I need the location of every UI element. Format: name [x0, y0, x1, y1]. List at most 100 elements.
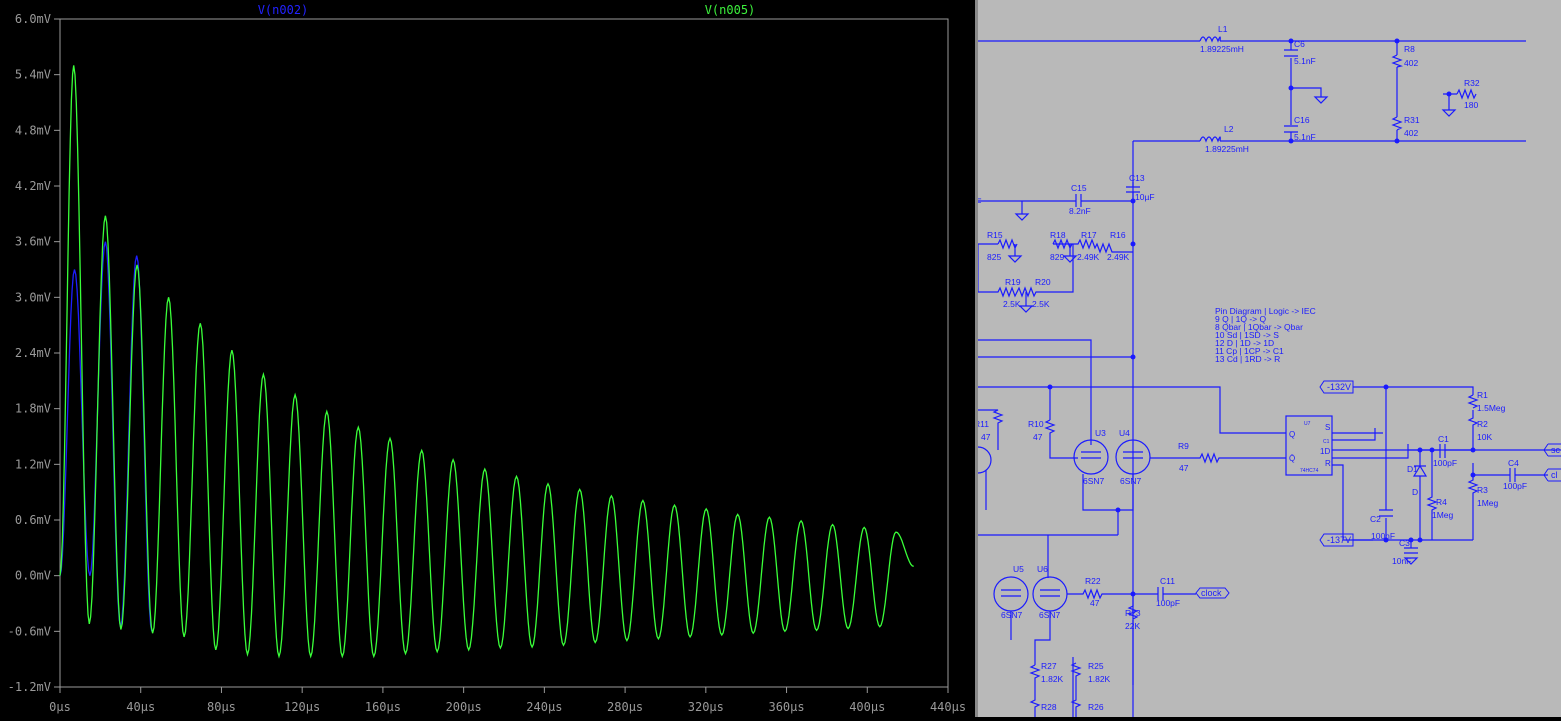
ref-l2[interactable]: L2 [1224, 124, 1234, 134]
ref-r9[interactable]: R9 [1178, 441, 1189, 451]
inductor-l2 [1199, 136, 1221, 143]
val-r22: 47 [1090, 598, 1100, 608]
ff-pin-s: S [1325, 423, 1330, 432]
ref-r16[interactable]: R16 [1110, 230, 1126, 240]
resistor-r32 [1456, 88, 1477, 100]
val-c2: 100nF [1371, 531, 1395, 541]
flipflop-ref: U7 [1304, 421, 1311, 427]
x-tick-label: 280µs [607, 700, 643, 714]
ref-r17[interactable]: R17 [1081, 230, 1097, 240]
waveform-chart[interactable]: V(n002) V(n005) 6.0mV5.4mV4.8mV4.2mV3.6m… [0, 0, 977, 717]
val-r19: 2.5K [1003, 299, 1021, 309]
y-tick-label: 0.6mV [15, 513, 51, 527]
y-tick-label: 5.4mV [15, 68, 51, 82]
resistor-r31 [1391, 116, 1403, 131]
ref-r11[interactable]: R11 [974, 419, 989, 429]
junction-dot [1288, 138, 1294, 144]
inductor-l1 [1199, 36, 1221, 43]
ref-l1[interactable]: L1 [1218, 24, 1228, 34]
label-clock[interactable]: clock [1201, 588, 1222, 598]
trace-legend-v-n002[interactable]: V(n002) [258, 3, 309, 17]
ref-r23[interactable]: R23 [1125, 608, 1141, 618]
schematic-pane[interactable]: -132V -137V clock sc cl F U7 74HC74 S C1… [964, 0, 1561, 717]
ref-r26[interactable]: R26 [1088, 702, 1104, 712]
ff-pin-1d: 1D [1320, 447, 1330, 456]
val-r31: 402 [1404, 128, 1418, 138]
ref-r2[interactable]: R2 [1477, 419, 1488, 429]
ref-c11[interactable]: C11 [1160, 576, 1175, 586]
val-c6: 5.1nF [1294, 56, 1316, 66]
tube-u3 [1073, 439, 1109, 475]
y-tick-label: 0.0mV [15, 569, 51, 583]
junction-dot [1470, 472, 1476, 478]
flipflop-u7 [1285, 415, 1333, 476]
junction-dot [1429, 447, 1435, 453]
wire [1001, 589, 1060, 597]
ref-r8[interactable]: R8 [1404, 44, 1415, 54]
ff-pin-q: Q [1289, 430, 1295, 439]
capacitor-c16 [1284, 125, 1298, 133]
ref-u6[interactable]: U6 [1037, 564, 1048, 574]
note-line: 9 Q | 1Q -> Q [1215, 314, 1266, 324]
ref-r1[interactable]: R1 [1477, 390, 1488, 400]
capacitor-c2 [1379, 509, 1393, 517]
val-c4: 100pF [1503, 481, 1527, 491]
ref-r25[interactable]: R25 [1088, 661, 1104, 671]
ref-c4[interactable]: C4 [1508, 458, 1519, 468]
val-r15: 825 [987, 252, 1001, 262]
ref-r3[interactable]: R3 [1477, 485, 1488, 495]
ref-c6[interactable]: C6 [1294, 39, 1305, 49]
ff-pin-qbar: Q̄ [1289, 454, 1295, 463]
schematic-canvas[interactable]: -132V -137V clock sc cl F U7 74HC74 S C1… [964, 0, 1561, 717]
ref-u3[interactable]: U3 [1095, 428, 1106, 438]
wire [978, 238, 1018, 256]
ff-pin-c1: C1 [1323, 439, 1330, 445]
label-cl[interactable]: cl [1551, 470, 1558, 480]
plot-frame [59, 18, 949, 688]
x-tick-label: 440µs [930, 700, 966, 714]
label-v137[interactable]: -137V [1327, 535, 1351, 545]
resistor-r4 [1426, 450, 1438, 540]
c15-left-fragment: F [978, 197, 982, 207]
pane-divider[interactable] [975, 0, 978, 717]
ref-d1[interactable]: D1 [1407, 464, 1418, 474]
x-tick-label: 40µs [126, 700, 155, 714]
trace-legend-v-n005[interactable]: V(n005) [705, 3, 756, 17]
ref-c16[interactable]: C16 [1294, 115, 1310, 125]
x-tick-label: 160µs [365, 700, 401, 714]
ref-c13[interactable]: C13 [1129, 173, 1145, 183]
ref-u5[interactable]: U5 [1013, 564, 1024, 574]
ref-r15[interactable]: R15 [987, 230, 1003, 240]
ref-r31[interactable]: R31 [1404, 115, 1420, 125]
y-axis: 6.0mV5.4mV4.8mV4.2mV3.6mV3.0mV2.4mV1.8mV… [8, 12, 60, 694]
junction-dot [1047, 384, 1053, 390]
wire [1150, 452, 1286, 464]
wire [978, 534, 1118, 578]
ref-u4[interactable]: U4 [1119, 428, 1130, 438]
x-tick-label: 320µs [688, 700, 724, 714]
x-tick-label: 400µs [849, 700, 885, 714]
ref-r22[interactable]: R22 [1085, 576, 1101, 586]
x-tick-label: 360µs [768, 700, 804, 714]
ref-r32[interactable]: R32 [1464, 78, 1480, 88]
series-layer [59, 65, 914, 659]
label-v132[interactable]: -132V [1327, 382, 1351, 392]
ref-r28[interactable]: R28 [1041, 702, 1057, 712]
series-line-v-n002[interactable] [59, 241, 153, 632]
ref-r27[interactable]: R27 [1041, 661, 1057, 671]
series-line-v-n005[interactable] [59, 65, 914, 659]
ref-r20[interactable]: R20 [1035, 277, 1051, 287]
junction-dot [1130, 198, 1136, 204]
ground-icon [1441, 109, 1457, 117]
label-sc[interactable]: sc [1551, 445, 1561, 455]
ref-c3[interactable]: C3 [1399, 538, 1410, 548]
ref-c2[interactable]: C2 [1370, 514, 1381, 524]
ref-r19[interactable]: R19 [1005, 277, 1021, 287]
ref-r4[interactable]: R4 [1436, 497, 1447, 507]
ref-r18[interactable]: R18 [1050, 230, 1066, 240]
wire [1053, 238, 1133, 254]
ref-c15[interactable]: C15 [1071, 183, 1087, 193]
ref-r10[interactable]: R10 [1028, 419, 1044, 429]
ref-c1[interactable]: C1 [1438, 434, 1449, 444]
